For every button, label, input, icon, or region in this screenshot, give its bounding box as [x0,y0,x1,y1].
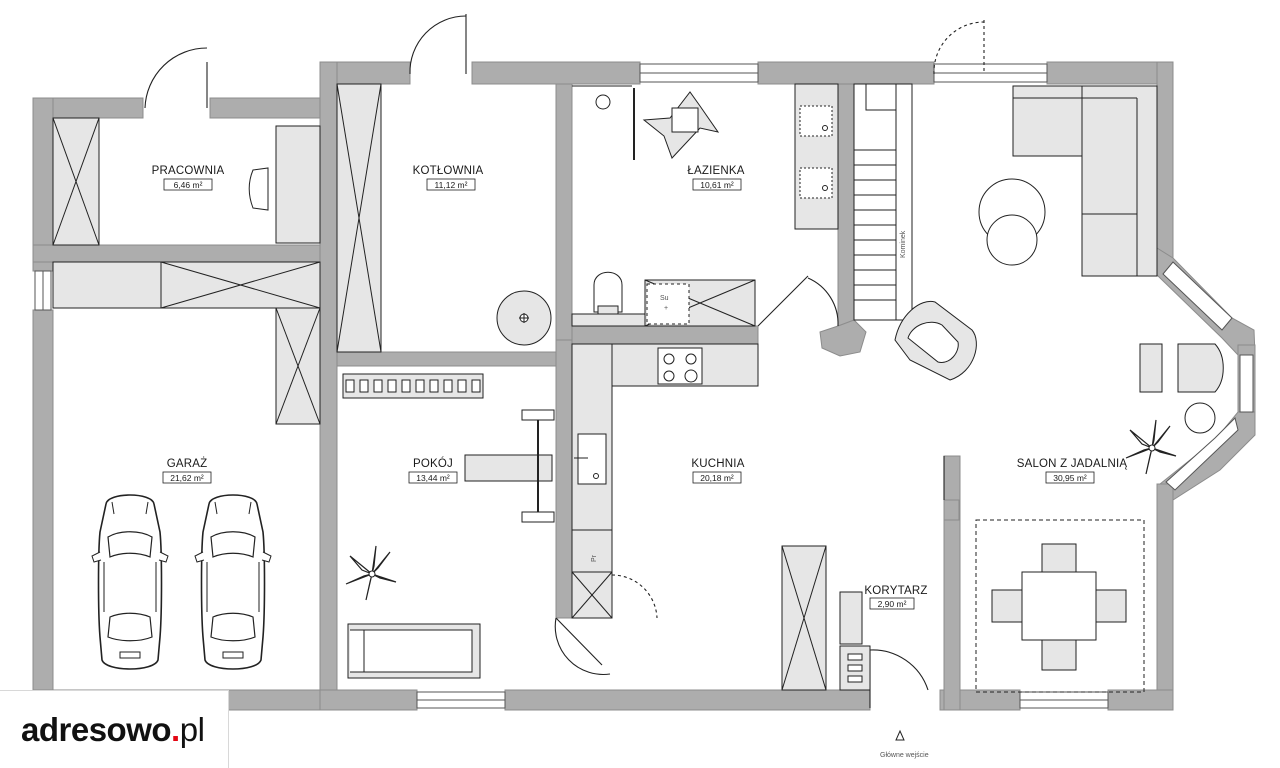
pracownia-furniture [52,117,321,246]
room-labels: PRACOWNIA 6,46 m² KOTŁOWNIA 11,12 m² ŁAZ… [152,165,1128,610]
windows [34,63,1254,709]
car-right-icon [194,494,272,670]
logo-dot: . [171,711,180,748]
kominek-label: Kominek [900,230,907,258]
car-left-icon [91,494,169,670]
room-name-salon: SALON Z JADALNIĄ [1017,458,1128,470]
logo-text: adresowo.pl [21,711,205,749]
kuchnia-furniture [571,343,827,691]
entrance-arrow-icon [895,729,905,741]
logo-tld: pl [179,711,205,748]
room-name-pokoj: POKÓJ [413,457,453,470]
washer-plus: + [664,305,668,312]
room-name-korytarz: KORYTARZ [864,585,927,597]
korytarz-fixtures [839,591,871,691]
washer-label: Su [660,295,669,302]
entrance-label: Główne wejście [880,752,929,759]
room-area-lazienka: 10,61 m² [700,180,734,190]
pokoj-furniture [342,373,555,679]
room-name-kotlownia: KOTŁOWNIA [413,165,484,177]
room-area-kotlownia: 11,12 m² [435,180,468,190]
adresowo-logo[interactable]: adresowo.pl [0,690,229,768]
logo-main: adresowo [21,711,172,748]
salon-furniture [894,85,1224,693]
room-area-pokoj: 13,44 m² [416,473,450,483]
lazienka-fixtures [571,83,839,327]
room-area-salon: 30,95 m² [1053,473,1087,483]
room-name-pracownia: PRACOWNIA [152,165,225,177]
room-area-korytarz: 2,90 m² [878,599,907,609]
room-name-lazienka: ŁAZIENKA [687,165,744,177]
stairs [853,83,913,321]
kotlownia-fixtures [336,83,552,353]
room-name-kuchnia: KUCHNIA [691,458,744,470]
room-area-kuchnia: 20,18 m² [700,473,734,483]
pralka-label: Pr [591,554,598,562]
room-name-garaz: GARAŻ [167,457,208,470]
room-area-pracownia: 6,46 m² [174,180,203,190]
garage-fixtures [52,261,321,425]
salon-plant-icon [1125,419,1177,475]
pokoj-plant-icon [345,545,397,601]
room-area-garaz: 21,62 m² [170,473,204,483]
